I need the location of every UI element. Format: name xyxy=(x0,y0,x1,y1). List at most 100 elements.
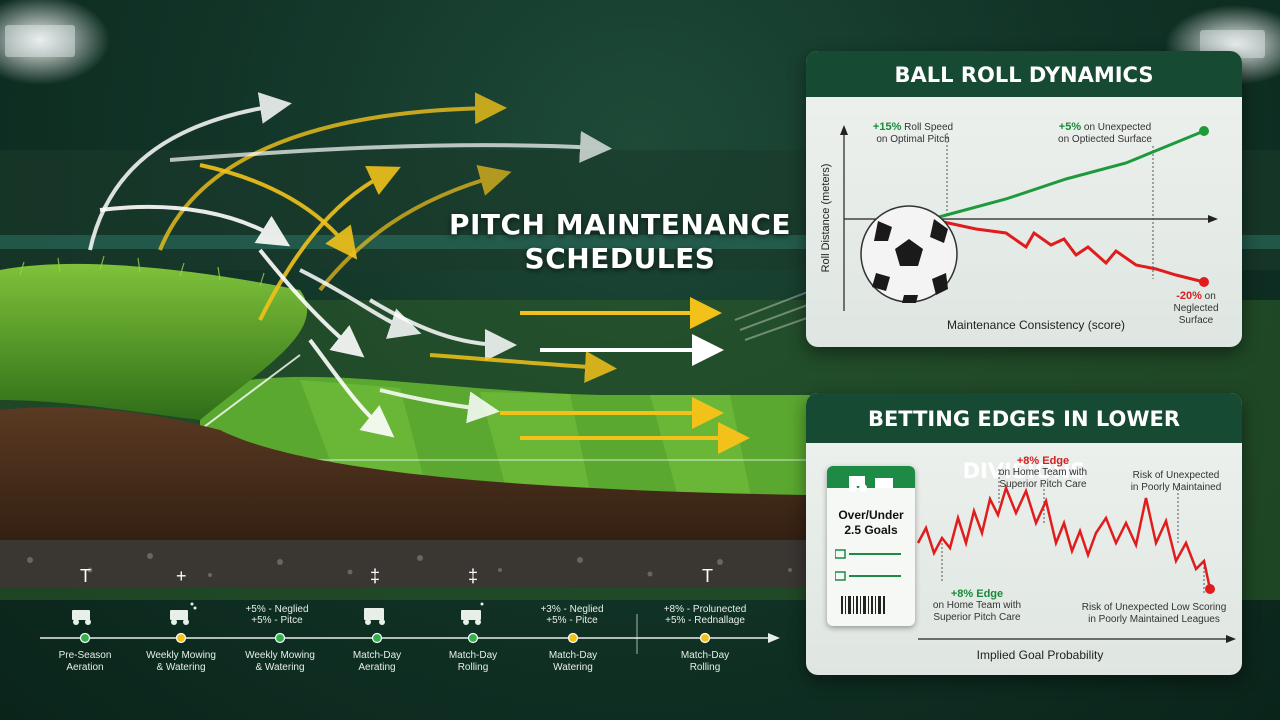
timeline-note-3: +8% - Prolunected +5% - Rednallage xyxy=(655,604,755,626)
betting-red-end xyxy=(1205,584,1215,594)
floodlight-left xyxy=(0,0,110,85)
betting-title: BETTING EDGES IN LOWER DIVISIONS xyxy=(806,393,1242,483)
aerator-icon xyxy=(364,608,385,625)
ticket-lines xyxy=(835,549,901,614)
svg-text:‡: ‡ xyxy=(370,566,380,586)
timeline-stage-2-line2: & Watering xyxy=(156,662,206,673)
hero-title: PITCH MAINTENANCE SCHEDULES xyxy=(440,208,800,276)
timeline-note-2-line1: +3% - Neglied xyxy=(540,604,604,615)
ann-left-line2: on Optimal Pitch xyxy=(876,134,950,145)
timeline-stage-1: Pre-Season Aeration xyxy=(40,650,130,674)
grass-mound xyxy=(0,263,308,420)
ann-low-rest: on xyxy=(1204,291,1216,302)
ann-low-value: -20% xyxy=(1176,290,1202,302)
svg-text:T: T xyxy=(702,566,713,586)
soil-layer xyxy=(0,407,810,560)
timeline-dots xyxy=(79,632,711,644)
mower-icon xyxy=(849,476,893,492)
edge-bottom-line2: on Home Team with xyxy=(932,600,1022,611)
ball-roll-xlabel: Maintenance Consistency (score) xyxy=(946,318,1126,332)
timeline-stage-3: Weekly Mowing & Watering xyxy=(235,650,325,674)
timeline-note-3-line1: +8% - Prolunected xyxy=(663,604,747,615)
timeline-dot-6 xyxy=(567,632,579,644)
ball-roll-ann-right: +5% on Unexpected on Optiected Surface xyxy=(1040,121,1170,146)
soccer-ball-icon xyxy=(860,205,958,303)
ann-left-value: +15% xyxy=(872,121,902,133)
edge-bottom-line3: Superior Pitch Care xyxy=(933,612,1021,623)
timeline-icons xyxy=(72,602,484,625)
ball-roll-green-end xyxy=(1199,126,1209,136)
timeline-dot-1 xyxy=(79,632,91,644)
betting-edge-bottom: +8% Edge on Home Team with Superior Pitc… xyxy=(922,588,1032,624)
betting-risk-top: Risk of Unexpected in Poorly Maintained xyxy=(1118,470,1234,494)
edge-top-line2: on Home Team with xyxy=(998,467,1088,478)
ann-right-line2: on Optiected Surface xyxy=(1058,134,1152,145)
ball-roll-plot xyxy=(840,125,1218,311)
timeline-note-1: +5% - Neglied +5% - Pitce xyxy=(227,604,327,626)
timeline-stage-4-line2: Aerating xyxy=(358,662,396,673)
svg-text:+: + xyxy=(176,566,187,586)
ticket-title-line1: Over/Under xyxy=(838,508,904,522)
timeline-stage-6-line2: Watering xyxy=(553,662,593,673)
risk-bottom-line1: Risk of Unexpected Low Scoring xyxy=(1081,602,1227,613)
risk-top-line2: in Poorly Maintained xyxy=(1130,482,1222,493)
risk-bottom-line2: in Poorly Maintained Leagues xyxy=(1088,614,1220,625)
timeline-track xyxy=(40,602,780,654)
timeline-stage-5-line2: Rolling xyxy=(457,662,489,673)
timeline-stage-6-line1: Match-Day xyxy=(548,650,598,661)
timeline-note-3-line2: +5% - Rednallage xyxy=(665,615,745,626)
mower-icon xyxy=(72,610,91,625)
timeline-stage-2: Weekly Mowing & Watering xyxy=(136,650,226,674)
ball-roll-red-line xyxy=(938,219,1205,284)
ann-left-rest: Roll Speed xyxy=(904,122,954,133)
timeline-note-2: +3% - Neglied +5% - Pitce xyxy=(522,604,622,626)
edge-top-line3: Superior Pitch Care xyxy=(999,479,1087,490)
bet-ticket[interactable]: Over/Under 2.5 Goals xyxy=(827,466,915,626)
betting-xlabel: Implied Goal Probability xyxy=(976,648,1104,662)
ann-right-value: +5% xyxy=(1058,121,1082,133)
timeline-dot-4 xyxy=(371,632,383,644)
ann-right-rest: on Unexpected xyxy=(1083,122,1152,133)
timeline-dot-5 xyxy=(467,632,479,644)
ann-low-line3: Surface xyxy=(1178,315,1214,326)
hero-title-line2: SCHEDULES xyxy=(524,242,716,275)
edge-top-value: +8% Edge xyxy=(1016,455,1070,467)
timeline-stage-7: Match-Day Rolling xyxy=(660,650,750,674)
timeline-stage-7-line2: Rolling xyxy=(689,662,721,673)
timeline-dot-7 xyxy=(699,632,711,644)
barcode-icon xyxy=(841,596,885,614)
ticket-title: Over/Under 2.5 Goals xyxy=(827,508,915,538)
sprinkler-mower-icon xyxy=(170,602,197,625)
ticket-title-line2: 2.5 Goals xyxy=(844,523,898,537)
betting-risk-bottom: Risk of Unexpected Low Scoring in Poorly… xyxy=(1074,602,1234,626)
timeline-stage-5: Match-Day Rolling xyxy=(428,650,518,674)
ball-roll-green-line xyxy=(938,129,1205,219)
timeline-stage-3-line2: & Watering xyxy=(255,662,305,673)
betting-red-line xyxy=(916,484,1212,590)
ball-roll-ann-low: -20% on Neglected Surface xyxy=(1152,290,1240,327)
timeline-stage-4: Match-Day Aerating xyxy=(332,650,422,674)
timeline-note-1-line1: +5% - Neglied xyxy=(245,604,309,615)
edge-bottom-value: +8% Edge xyxy=(950,588,1004,600)
flow-arrows xyxy=(88,92,750,454)
ball-roll-ylabel-wrap: Roll Distance (meters) xyxy=(812,160,840,280)
svg-text:T: T xyxy=(80,566,91,586)
hero-title-line1: PITCH MAINTENANCE xyxy=(448,208,792,241)
timeline-note-2-line2: +5% - Pitce xyxy=(546,615,598,626)
timeline-note-1-line2: +5% - Pitce xyxy=(251,615,303,626)
timeline-stage-5-line1: Match-Day xyxy=(448,650,498,661)
risk-top-line1: Risk of Unexpected xyxy=(1132,470,1220,481)
gravel-layer xyxy=(0,540,810,588)
ball-roll-red-end xyxy=(1199,277,1209,287)
ball-roll-title: BALL ROLL DYNAMICS xyxy=(806,51,1242,97)
timeline-stage-4-line1: Match-Day xyxy=(352,650,402,661)
timeline-dot-3 xyxy=(274,632,286,644)
svg-text:‡: ‡ xyxy=(468,566,478,586)
ball-roll-ylabel: Roll Distance (meters) xyxy=(820,163,832,273)
betting-edge-top: +8% Edge on Home Team with Superior Pitc… xyxy=(988,455,1098,491)
ball-roll-panel: BALL ROLL DYNAMICS xyxy=(806,51,1242,347)
timeline-stage-1-line1: Pre-Season xyxy=(58,650,112,661)
betting-plot xyxy=(916,469,1236,643)
timeline-dot-2 xyxy=(175,632,187,644)
